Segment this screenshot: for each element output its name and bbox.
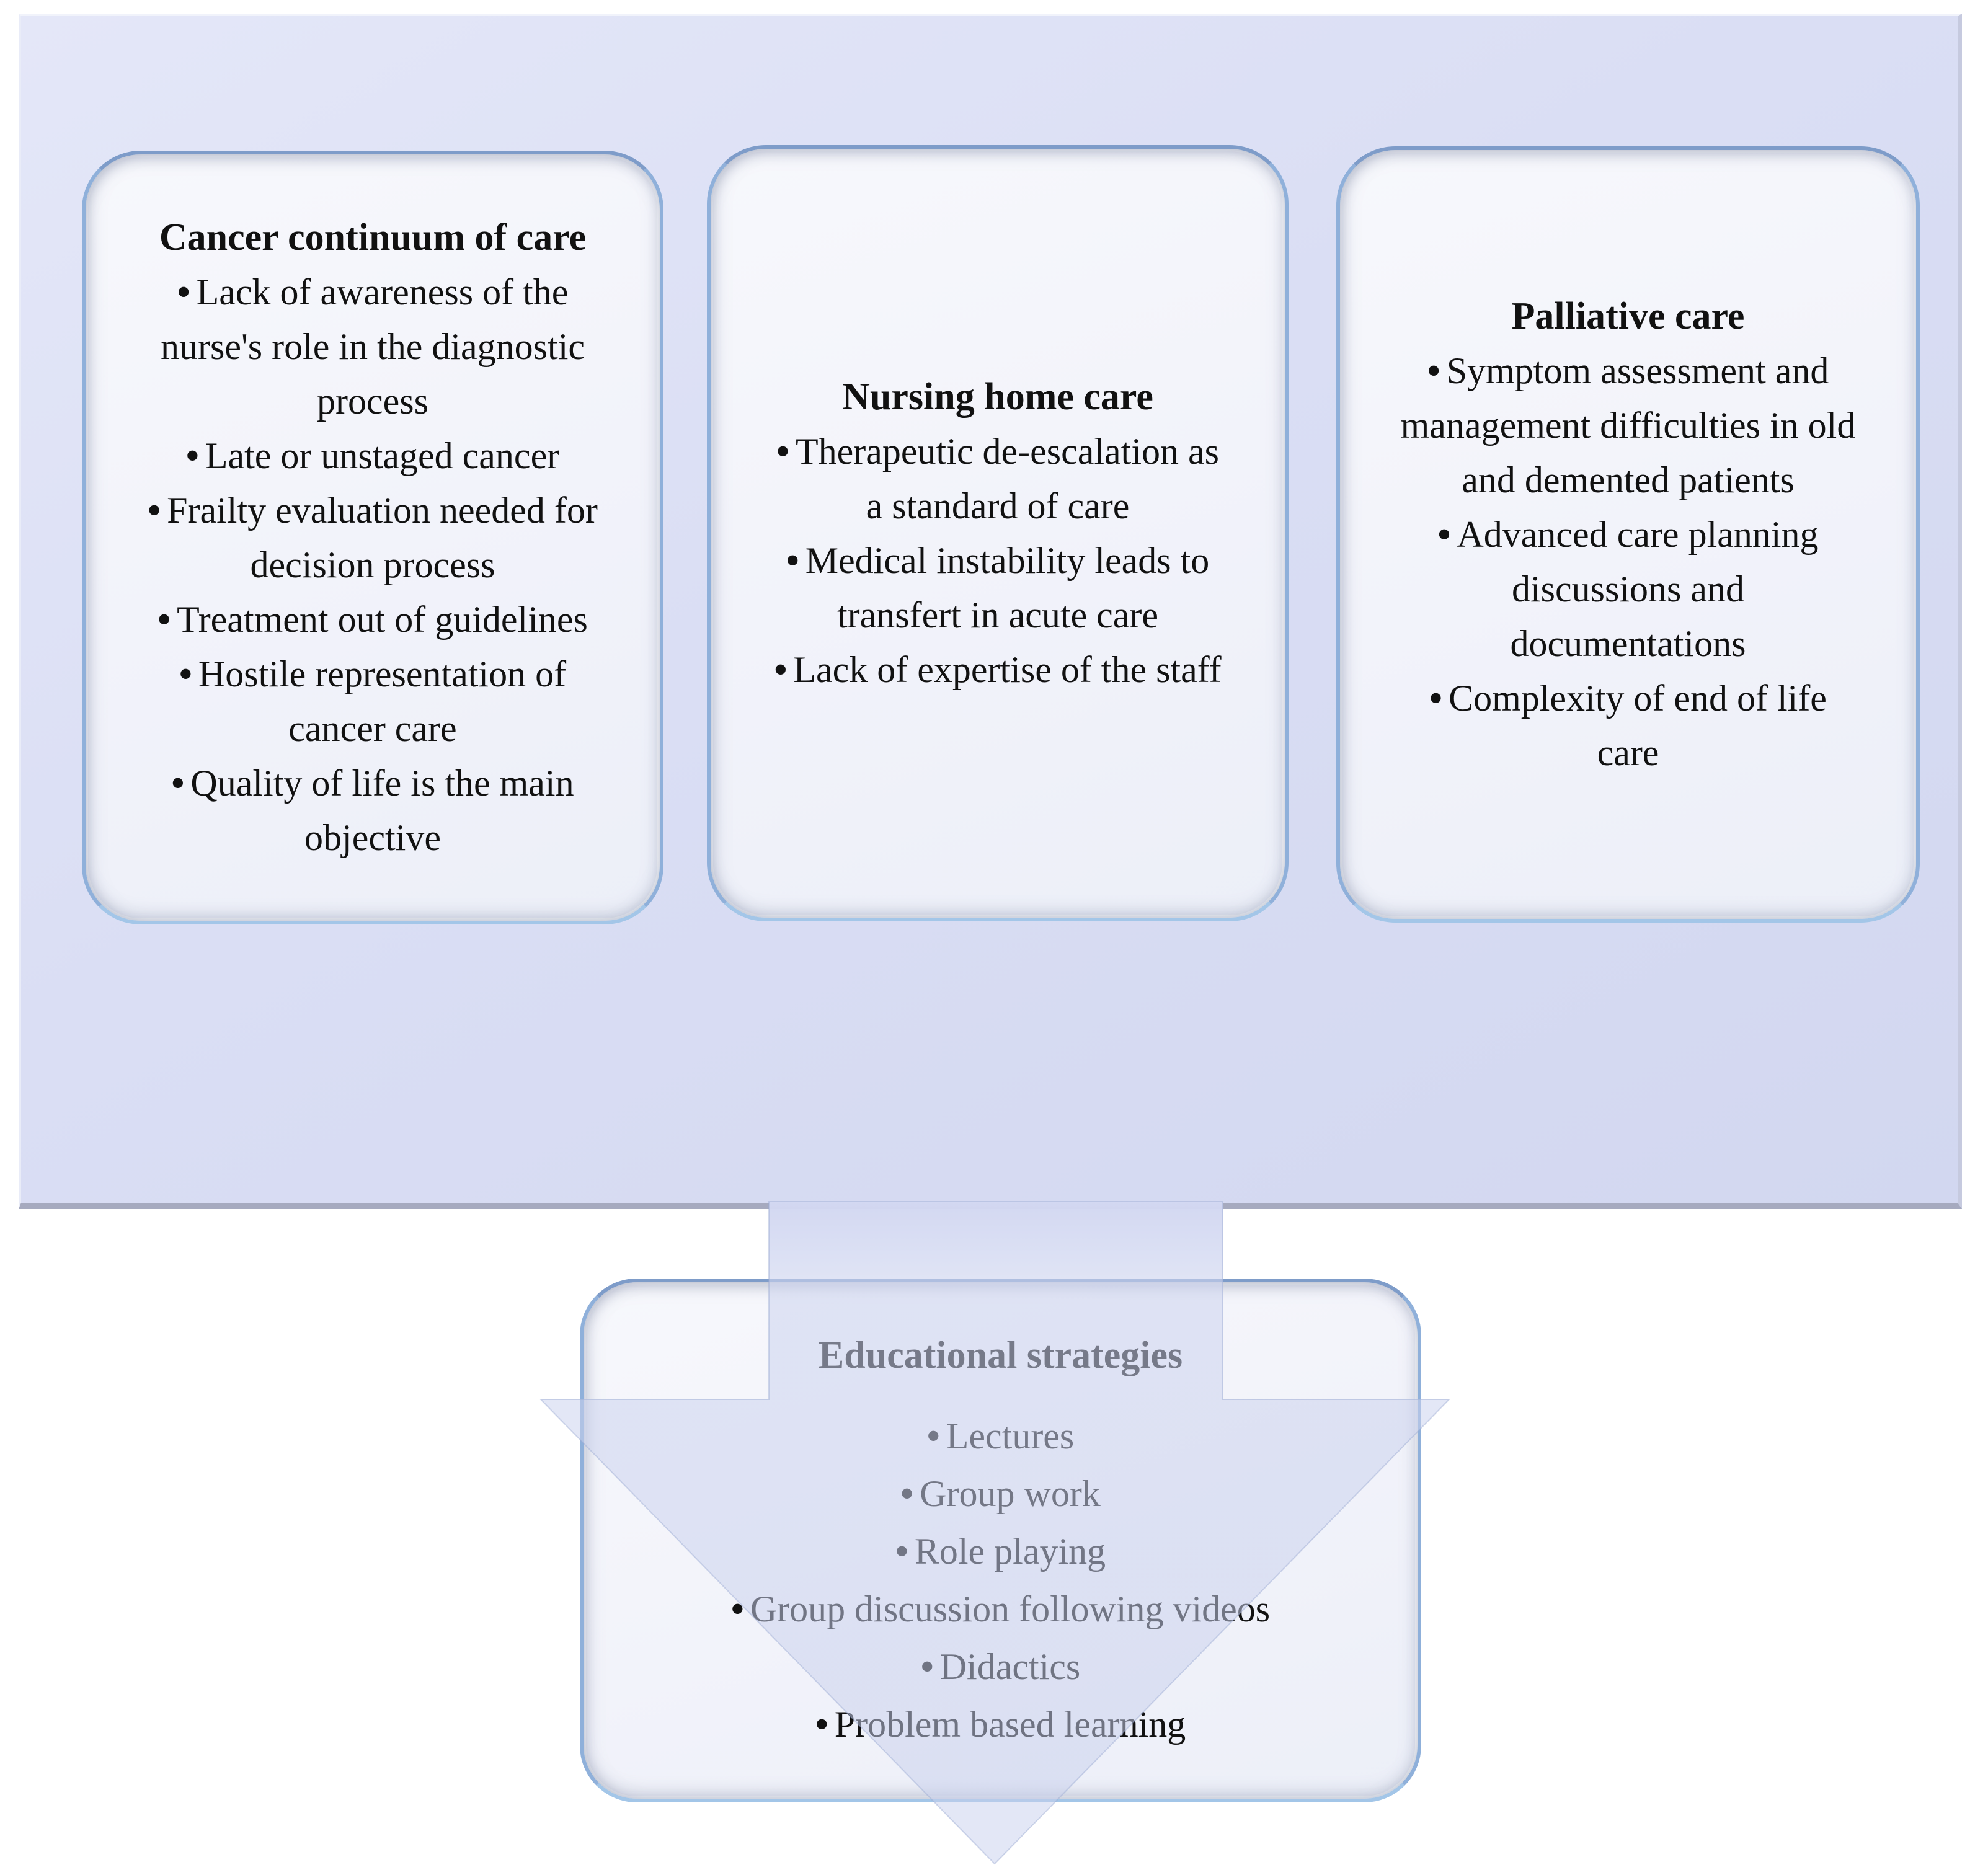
bullet-item: Quality of life is the main objective [141, 756, 604, 865]
bullet-item: Role playing [621, 1523, 1380, 1580]
bullet-list: LecturesGroup workRole playingGroup disc… [621, 1407, 1380, 1753]
bullet-item: Group work [621, 1465, 1380, 1523]
bullet-item: Frailty evaluation needed for decision p… [141, 483, 604, 592]
bullet-list: Therapeutic de-escalation as a standard … [766, 424, 1229, 697]
bullet-item: Symptom assessment and management diffic… [1396, 344, 1860, 507]
bullet-item: Medical instability leads to transfert i… [766, 533, 1229, 642]
bullet-item: Therapeutic de-escalation as a standard … [766, 424, 1229, 533]
bullet-list: Lack of awareness of the nurse's role in… [141, 265, 604, 865]
bullet-item: Advanced care planning discussions and d… [1396, 507, 1860, 671]
bullet-item: Didactics [621, 1638, 1380, 1696]
card-educational-strategies: Educational strategies LecturesGroup wor… [580, 1279, 1421, 1802]
bullet-item: Complexity of end of life care [1396, 671, 1860, 780]
card-title: Cancer continuum of care [159, 216, 587, 259]
bullet-list: Symptom assessment and management diffic… [1396, 344, 1860, 780]
bullet-item: Lack of expertise of the staff [766, 642, 1229, 697]
card-title: Educational strategies [818, 1334, 1183, 1376]
card-title: Palliative care [1511, 295, 1745, 337]
bullet-item: Hostile representation of cancer care [141, 647, 604, 756]
bullet-item: Group discussion following videos [621, 1580, 1380, 1638]
card-palliative-care: Palliative care Symptom assessment and m… [1336, 146, 1920, 923]
bullet-item: Lack of awareness of the nurse's role in… [141, 265, 604, 428]
bullet-item: Late or unstaged cancer [141, 428, 604, 483]
bullet-item: Problem based learning [621, 1696, 1380, 1753]
card-title: Nursing home care [842, 376, 1153, 418]
card-cancer-continuum-of-care: Cancer continuum of care Lack of awarene… [82, 151, 663, 924]
bullet-item: Treatment out of guidelines [141, 592, 604, 647]
bullet-item: Lectures [621, 1407, 1380, 1465]
card-nursing-home-care: Nursing home care Therapeutic de-escalat… [707, 145, 1289, 921]
